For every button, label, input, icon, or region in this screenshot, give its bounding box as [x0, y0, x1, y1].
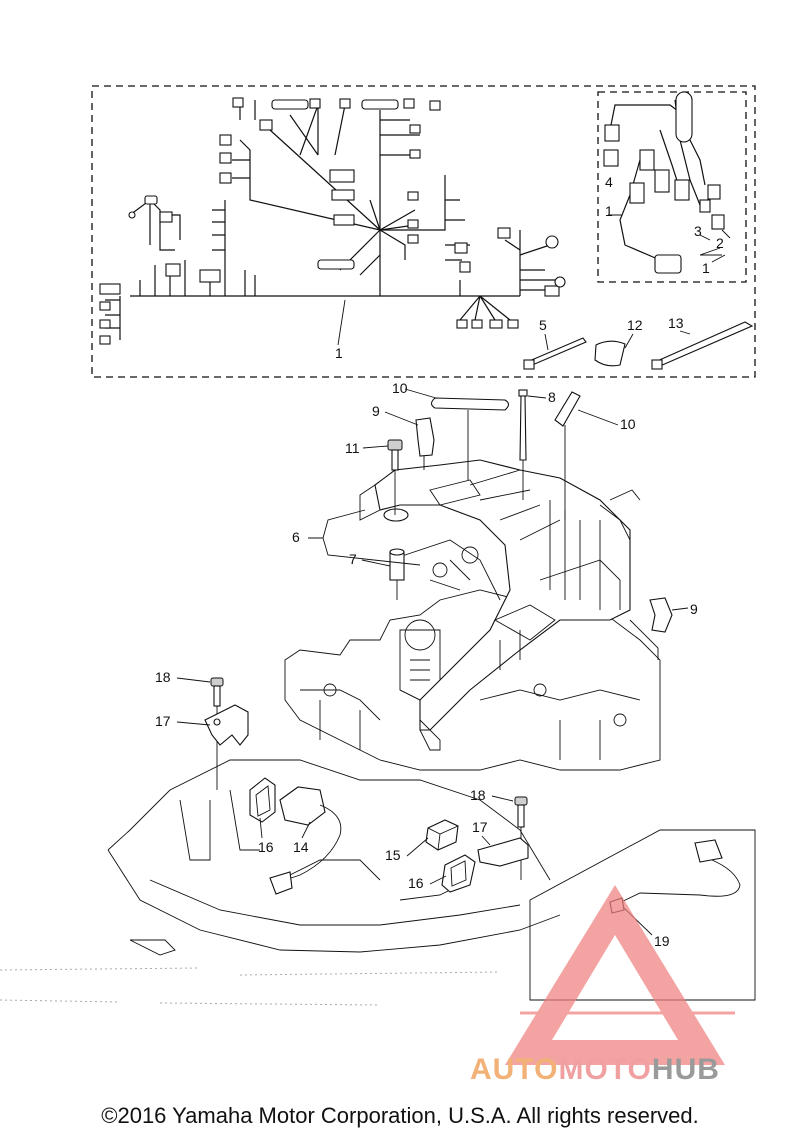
callout-4: 4: [605, 174, 613, 190]
main-harness: [105, 100, 560, 346]
watermark-part-auto: AUTO: [470, 1053, 559, 1086]
cap-part-15: [425, 819, 459, 851]
sub-harness: [603, 91, 731, 274]
clamp-part-9: [415, 417, 673, 660]
watermark-logo: [505, 885, 735, 1065]
engine-bracket-assembly: 10 9 8 10 11 6 7 9: [284, 380, 698, 771]
callout-16-right: 16: [408, 875, 424, 891]
callout-13: 13: [668, 315, 684, 331]
callout-1-sub-a: 1: [605, 203, 613, 219]
sensor-part-14: [269, 786, 342, 895]
callout-10-right: 10: [620, 416, 636, 432]
lower-cowling-assembly: 18 17 16 14 18 15 17 16 19: [107, 669, 756, 1001]
sleeve-part-7: [389, 548, 405, 600]
callout-11: 11: [345, 440, 360, 456]
callout-14: 14: [293, 839, 309, 855]
wire-harness-panel: 1 4 1 3 2 1 5 12 13: [91, 85, 756, 378]
callout-6: 6: [292, 529, 300, 545]
watermark-text: AUTOMOTOHUB: [470, 1053, 720, 1087]
scan-noise: [0, 967, 501, 1006]
grommet-part-10: [430, 391, 581, 520]
callout-7: 7: [349, 551, 357, 567]
bracket-part-6: [359, 459, 641, 751]
callout-1: 1: [335, 345, 343, 361]
callout-18-right: 18: [470, 787, 486, 803]
callout-17-right: 17: [472, 819, 488, 835]
bolt-part-11: [387, 439, 403, 515]
bracket-part-17: [204, 704, 529, 867]
watermark-part-hub: HUB: [651, 1053, 720, 1086]
callout-10-left: 10: [392, 380, 408, 396]
callout-8: 8: [548, 389, 556, 405]
rod-part-8: [518, 389, 528, 500]
watermark-part-moto: MOTO: [558, 1053, 652, 1086]
callout-3: 3: [694, 223, 702, 239]
sub-harness-box-outline: [597, 91, 747, 283]
callout-18-left: 18: [155, 669, 171, 685]
callout-19: 19: [654, 933, 670, 949]
harness-box-outline: [91, 85, 756, 378]
grommet-part-16: [249, 777, 476, 893]
callout-9-right: 9: [690, 601, 698, 617]
callout-15: 15: [385, 847, 401, 863]
callout-17-left: 17: [155, 713, 171, 729]
callout-12: 12: [627, 317, 643, 333]
callout-9-top: 9: [372, 403, 380, 419]
callout-16-left: 16: [258, 839, 274, 855]
harness-connectors: [99, 97, 566, 345]
cable-ties: [523, 321, 754, 370]
callout-5: 5: [539, 317, 547, 333]
callout-1-sub-b: 1: [702, 260, 710, 276]
copyright-notice: ©2016 Yamaha Motor Corporation, U.S.A. A…: [101, 1103, 699, 1128]
callout-2: 2: [716, 235, 724, 251]
